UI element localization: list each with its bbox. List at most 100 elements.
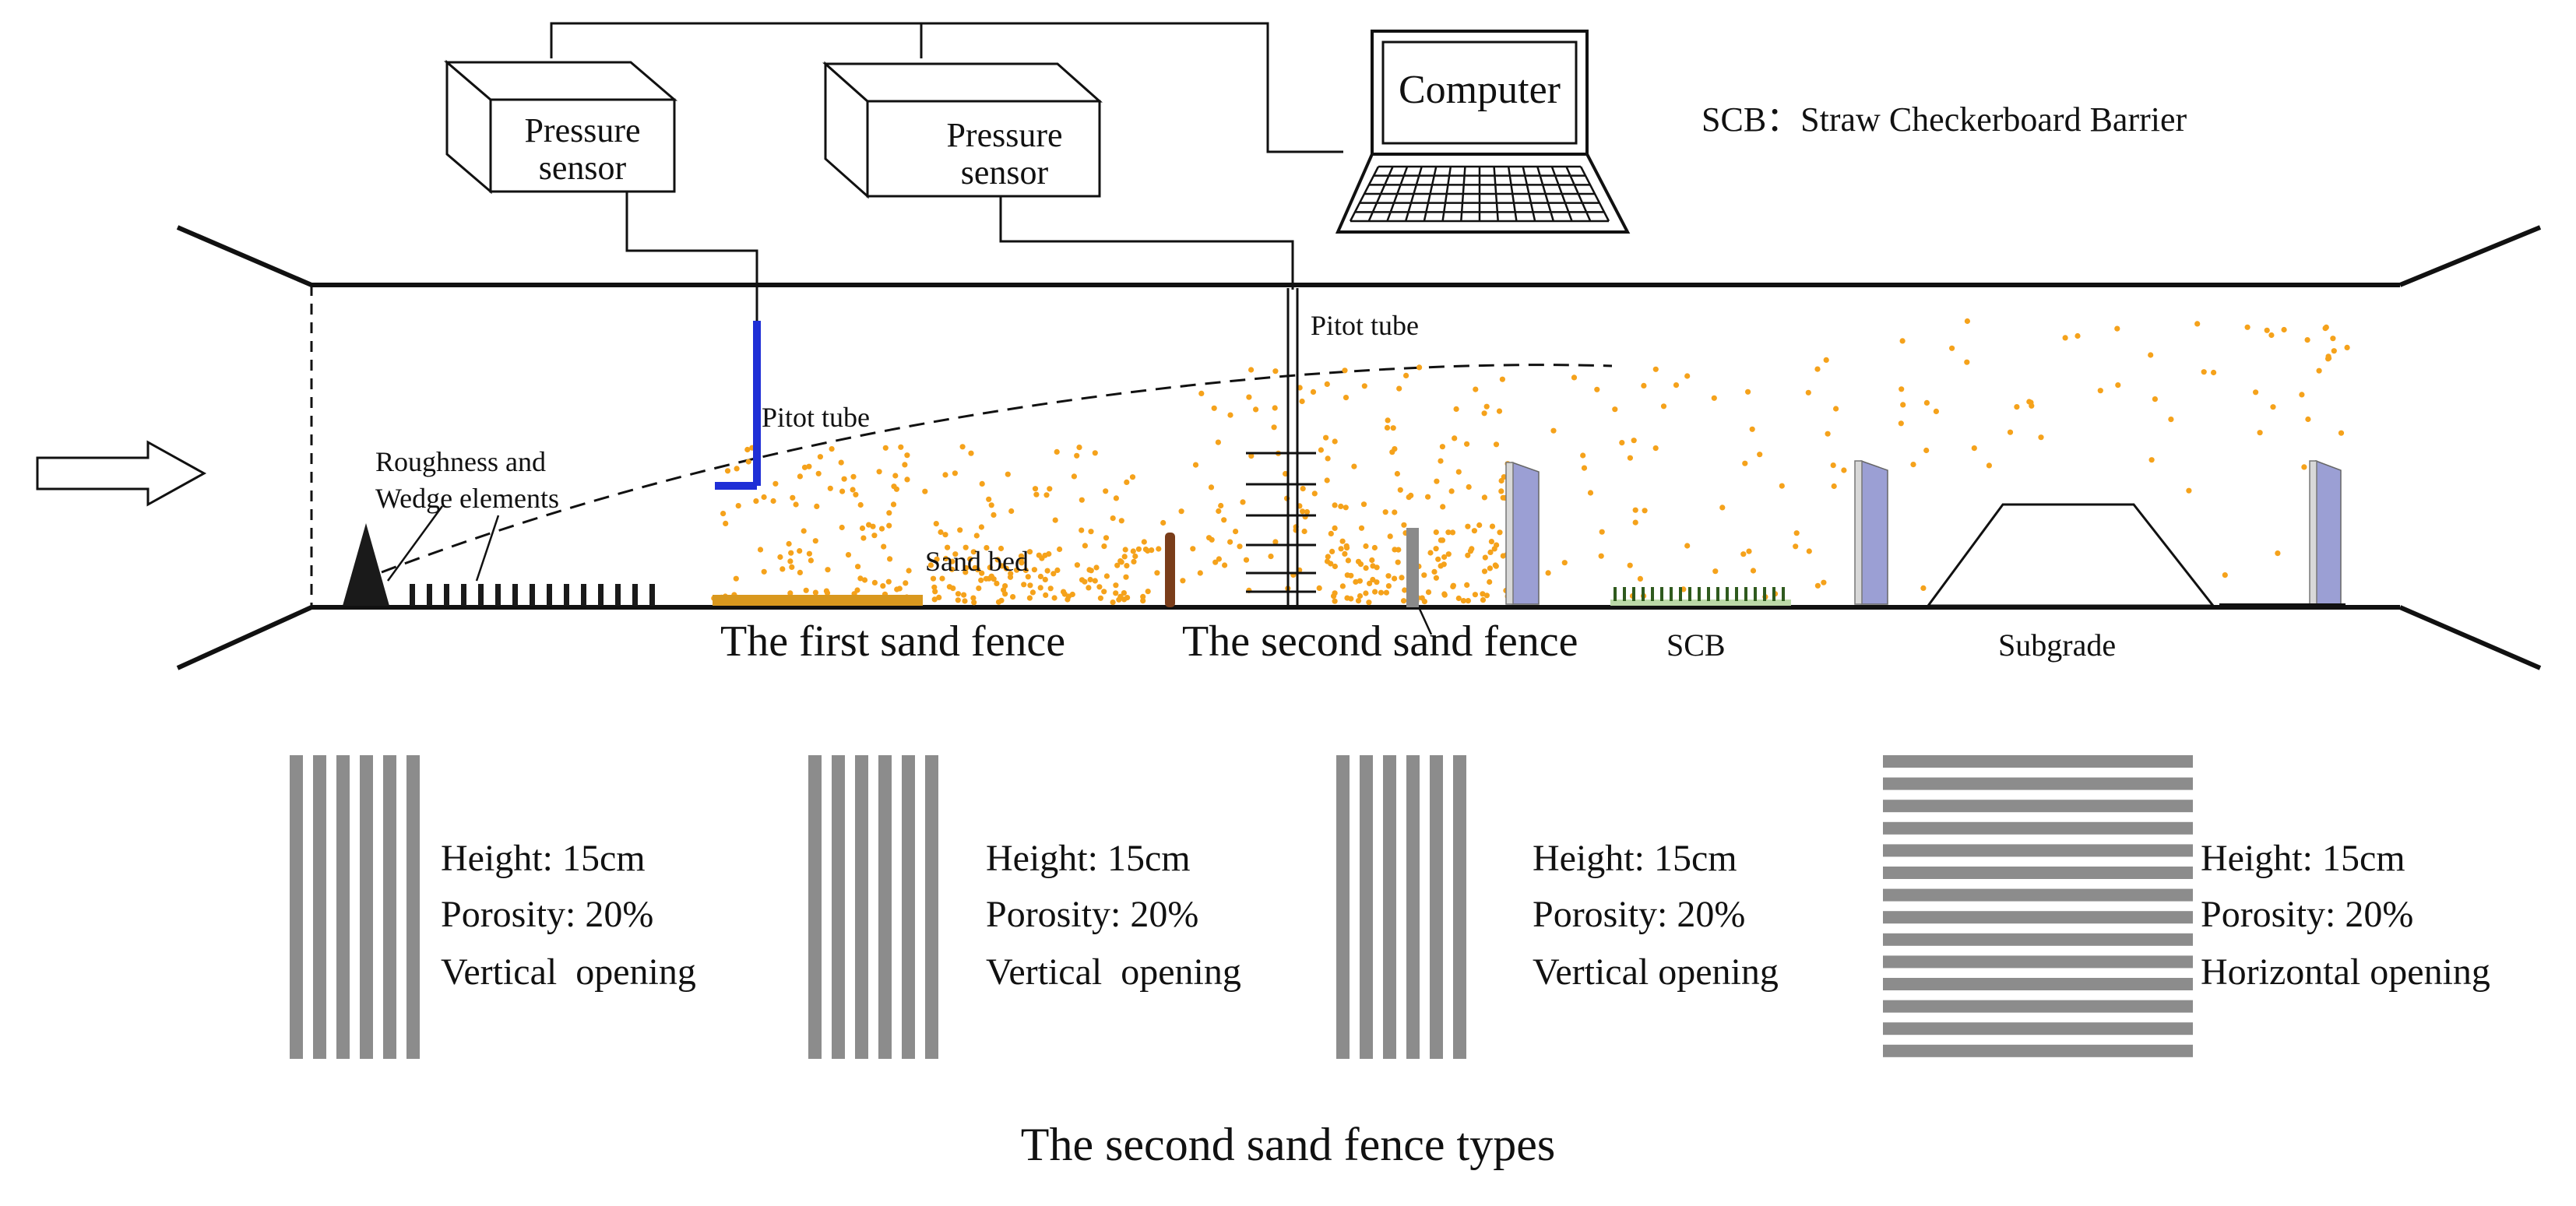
fence-1-opening: Vertical opening [441,951,696,993]
fence-3-height: Height: 15cm [1533,838,1737,879]
fence-bar [1883,888,2193,902]
wedge-spire [343,523,389,606]
wind-flow-arrow-icon [36,440,207,507]
fence-pattern-vertical [1336,755,1466,1059]
scb-label: SCB [1666,628,1726,663]
second-sand-fence [1406,528,1419,607]
straw-checkerboard-barrier [1610,587,1791,606]
fence-3-opening: Vertical opening [1533,951,1779,993]
sand-bed-label: Sand bed [925,546,1029,577]
fence-bar [1883,978,2193,990]
subgrade-label: Subgrade [1998,628,2116,663]
roughness-element [495,584,501,606]
fence-bar [1883,1044,2193,1057]
fence-4-opening: Horizontal opening [2201,951,2490,993]
fence-4-height: Height: 15cm [2201,838,2405,879]
fence-bar [1883,911,2193,924]
fence-bar [1883,821,2193,835]
subgrade-embankment [1926,503,2216,607]
roughness-element [598,584,604,606]
roughness-element [444,584,449,606]
fence-bar [878,755,892,1059]
roughness-element [427,584,432,606]
roughness-element [564,584,569,606]
fence-bar [925,755,938,1059]
legend-note: SCB：Straw Checkerboard Barrier [1701,100,2187,139]
pressure-sensor-2: Pressure sensor [822,61,1103,199]
laptop-computer-icon: Computer [1335,30,1631,234]
roughness-element [461,584,466,606]
fence-type-3: Height: 15cm Porosity: 20% Vertical open… [1336,755,1779,1059]
fence-bar [1883,1000,2193,1013]
fence-pattern-horizontal [1883,755,2193,1057]
fence-bar [808,755,822,1059]
fence-3-porosity: Porosity: 20% [1533,894,1745,935]
fence-bar [1360,755,1373,1059]
fence-bar [1883,1022,2193,1035]
fence-2-height: Height: 15cm [986,838,1191,879]
sensor-2-label-line1: Pressure [946,116,1062,154]
fence-bar [1883,955,2193,969]
fence-1-height: Height: 15cm [441,838,646,879]
wind-tunnel-outline [176,225,2542,670]
roughness-element [615,584,621,606]
downstream-panel-1 [1505,461,1540,605]
fence-bar [1883,777,2193,790]
sensor-1-label-line2: sensor [539,149,627,187]
pitot-tube-2-label: Pitot tube [1311,310,1419,341]
fence-bar [360,755,373,1059]
pitot-tube-rake: Pitot tube [1246,288,1419,607]
fence-pattern-vertical [808,755,938,1059]
fence-bar [336,755,350,1059]
roughness-label-line2: Wedge elements [375,483,559,514]
roughness-element [581,584,586,606]
fence-bar [1430,755,1443,1059]
sand-bed [713,595,923,606]
roughness-element [547,584,552,606]
roughness-element [410,584,415,606]
fence-bar [1883,844,2193,857]
first-sand-fence [1165,533,1175,607]
fence-type-4: Height: 15cm Porosity: 20% Horizontal op… [1883,755,2490,1057]
fence-bar [855,755,868,1059]
fence-bar [1406,755,1420,1059]
keyboard-grid [1349,165,1610,223]
first-sand-fence-label: The first sand fence [720,617,1065,666]
fence-bar [1883,867,2193,879]
fence-pattern-vertical [290,755,420,1059]
fence-bar [1336,755,1350,1059]
downstream-panel-3 [2309,459,2342,605]
pitot-tube-1-label: Pitot tube [762,402,870,433]
fence-bar [832,755,845,1059]
sand-particles [711,318,2350,606]
roughness-element [632,584,638,606]
fence-bar [406,755,420,1059]
fence-bar [383,755,396,1059]
roughness-element [512,584,518,606]
fence-type-2: Height: 15cm Porosity: 20% Vertical open… [808,755,1241,1059]
fence-2-porosity: Porosity: 20% [986,894,1198,935]
roughness-wedge-elements: Roughness and Wedge elements [343,446,655,606]
roughness-element [530,584,535,606]
computer-label: Computer [1399,68,1561,112]
fence-bar [1383,755,1396,1059]
pressure-sensor-1: Pressure sensor [443,59,678,195]
fence-bar [1883,933,2193,946]
figure-caption: The second sand fence types [1021,1119,1555,1170]
fence-bar [1883,755,2193,768]
second-sand-fence-label: The second sand fence [1182,617,1578,666]
roughness-element [649,584,655,606]
pitot-tube-1: Pitot tube [715,321,870,490]
boundary-layer-profile [381,364,1613,574]
fence-1-porosity: Porosity: 20% [441,894,653,935]
fence-bar [313,755,326,1059]
signal-cables [550,22,1343,321]
fence-bar [1453,755,1466,1059]
fence-bar [902,755,915,1059]
fence-bar [290,755,303,1059]
roughness-elements [410,584,655,606]
downstream-panel-2 [1854,459,1888,605]
fence-4-porosity: Porosity: 20% [2201,894,2413,935]
